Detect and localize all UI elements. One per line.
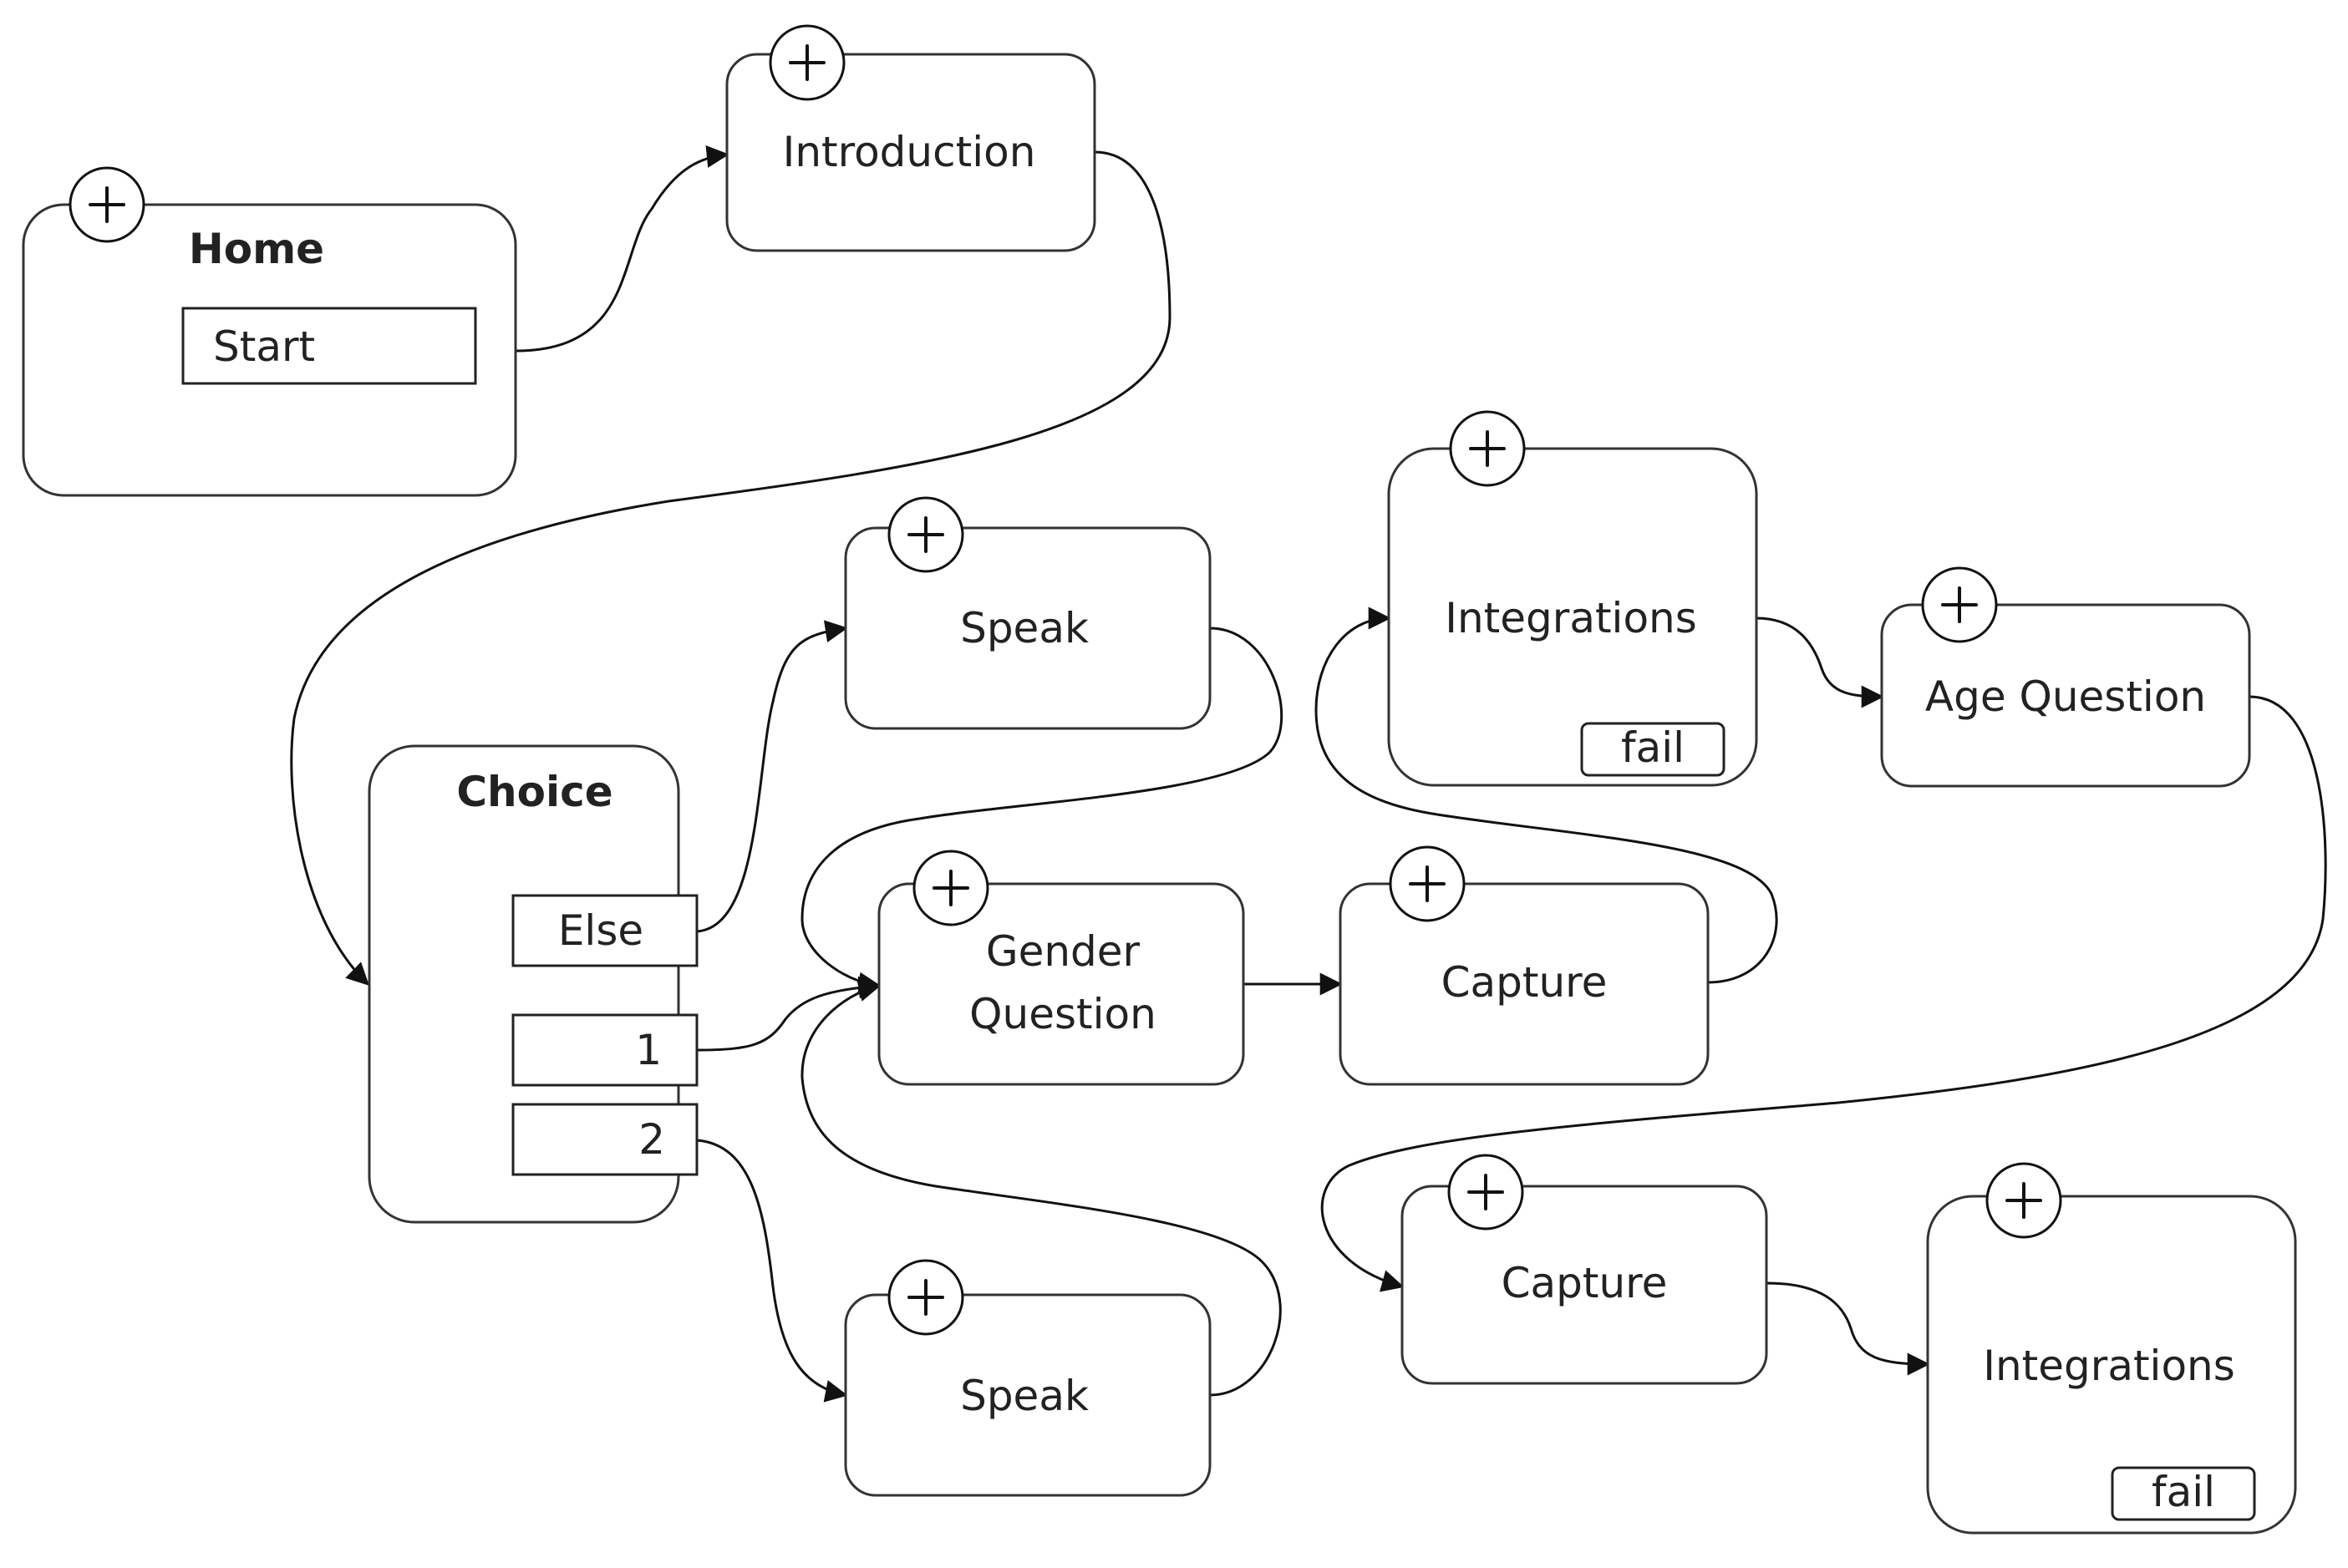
node-capture-mid[interactable]: Capture: [1339, 845, 1710, 1086]
edge-choice-1-to-gender-question: [696, 976, 882, 1052]
plus-circle-icon[interactable]: [912, 850, 989, 926]
node-home-title: Home: [189, 225, 324, 273]
node-speak-top-title: Speak: [960, 604, 1089, 652]
choice-port-1-label: 1: [635, 1026, 662, 1074]
edge-choice-2-to-speak-bottom: [696, 1139, 848, 1403]
home-start-port-label: Start: [213, 322, 315, 371]
node-age-question[interactable]: Age Question: [1880, 566, 2251, 788]
choice-port-2-label: 2: [638, 1115, 665, 1164]
integrations-top-fail-port-label: fail: [1621, 723, 1685, 772]
node-introduction-title: Introduction: [783, 128, 1036, 176]
plus-circle-icon[interactable]: [887, 496, 964, 573]
plus-circle-icon[interactable]: [1921, 566, 1998, 643]
node-choice[interactable]: Choice Else 1 2: [368, 744, 699, 1224]
integrations-bottom-fail-port-label: fail: [2152, 1468, 2215, 1516]
integrations-top-fail-port[interactable]: fail: [1580, 722, 1725, 777]
node-integrations-top-title: Integrations: [1445, 594, 1697, 642]
edge-speak-top-to-gender-question: [800, 627, 1283, 995]
edge-capture-bottom-to-integrations-bottom: [1766, 1281, 1930, 1376]
edges: [290, 145, 2327, 1403]
node-introduction[interactable]: Introduction: [725, 24, 1096, 252]
node-speak-top[interactable]: Speak: [844, 496, 1212, 730]
edge-age-question-to-capture-bottom: [1320, 695, 2327, 1292]
plus-circle-icon[interactable]: [1389, 845, 1466, 922]
plus-circle-icon[interactable]: [769, 24, 846, 101]
node-age-question-title: Age Question: [1925, 672, 2206, 721]
node-speak-bottom-title: Speak: [960, 1372, 1089, 1420]
choice-port-1[interactable]: 1: [511, 1013, 699, 1087]
node-integrations-bottom[interactable]: Integrations fail: [1926, 1162, 2297, 1535]
plus-circle-icon[interactable]: [69, 166, 145, 243]
node-capture-bottom-title: Capture: [1502, 1259, 1668, 1307]
node-choice-title: Choice: [456, 768, 612, 816]
choice-port-else-label: Else: [558, 906, 643, 955]
home-start-port[interactable]: Start: [181, 307, 477, 385]
edge-capture-mid-to-integrations-top: [1314, 606, 1778, 984]
node-speak-bottom[interactable]: Speak: [844, 1259, 1212, 1497]
node-capture-bottom[interactable]: Capture: [1400, 1154, 1768, 1385]
node-integrations-top[interactable]: Integrations fail: [1387, 410, 1758, 787]
integrations-bottom-fail-port[interactable]: fail: [2111, 1466, 2256, 1521]
node-home[interactable]: Home Start: [22, 166, 517, 497]
edge-home-to-introduction: [515, 145, 729, 353]
edge-speak-bottom-to-gender-question: [800, 979, 1282, 1397]
node-integrations-bottom-title: Integrations: [1983, 1342, 2235, 1390]
choice-port-2[interactable]: 2: [511, 1103, 699, 1176]
node-gender-question-title-line2: Question: [969, 990, 1156, 1038]
node-gender-question[interactable]: Gender Question: [877, 850, 1245, 1086]
edge-introduction-to-choice: [290, 150, 1171, 986]
plus-circle-icon[interactable]: [1449, 410, 1526, 487]
plus-circle-icon[interactable]: [1447, 1154, 1524, 1231]
choice-port-else[interactable]: Else: [511, 894, 699, 967]
plus-circle-icon[interactable]: [887, 1259, 964, 1336]
node-gender-question-title-line1: Gender: [986, 927, 1141, 976]
node-capture-mid-title: Capture: [1441, 958, 1608, 1007]
edge-integrations-top-to-age-question: [1756, 617, 1884, 708]
edge-choice-else-to-speak-top: [696, 620, 848, 933]
plus-circle-icon[interactable]: [1985, 1162, 2062, 1239]
